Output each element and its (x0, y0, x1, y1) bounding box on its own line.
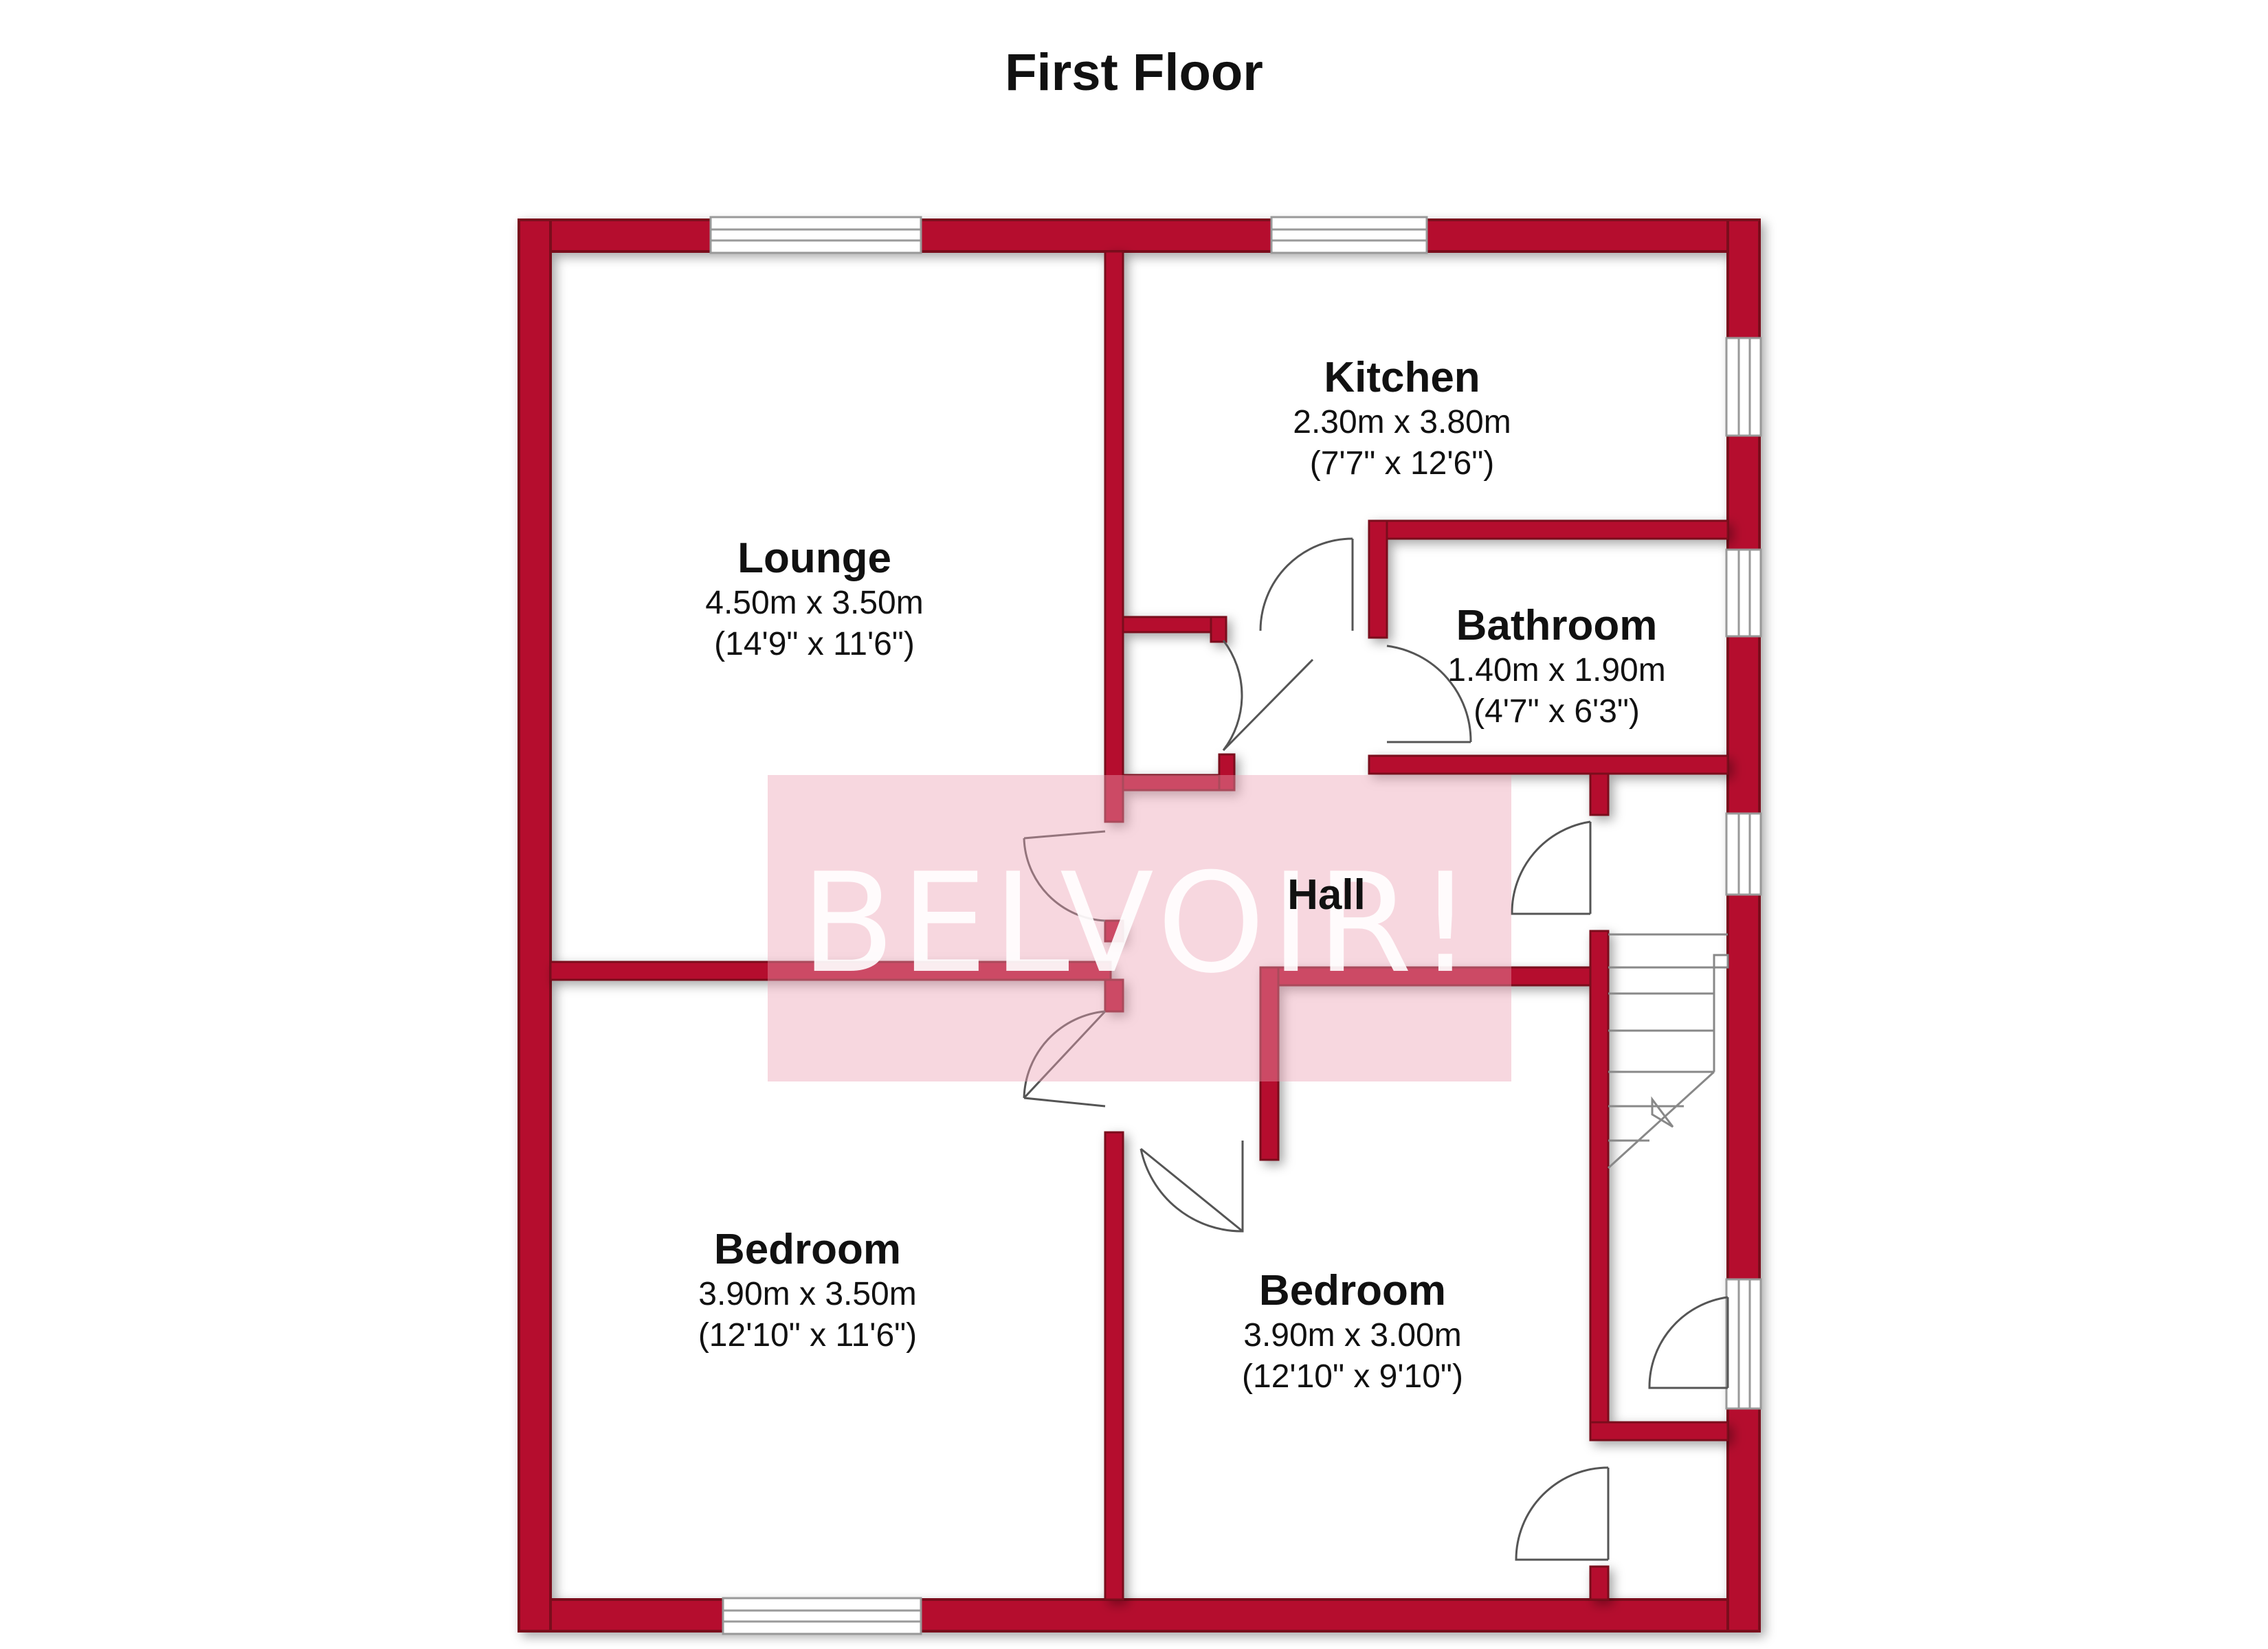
room-bathroom-imperial: (4'7" x 6'3") (1474, 693, 1640, 730)
wall-bedroom-right-bottom-stub (1589, 1565, 1610, 1601)
outer-wall-left (518, 218, 552, 1633)
door-bedroom-right-cupboard (1515, 1466, 1610, 1561)
wall-hall-stub-2 (1104, 919, 1124, 943)
door-bedroom-left (1023, 1010, 1107, 1108)
wall-lounge-bedroom (549, 961, 1112, 981)
wall-lounge-kitchen (1104, 250, 1124, 823)
window-kitchen-top (1270, 216, 1428, 254)
wall-cupboard-post (1218, 753, 1236, 792)
outer-wall-bottom (518, 1598, 1761, 1633)
windows (709, 216, 1762, 1635)
wall-hall-stub (1104, 978, 1124, 1013)
room-bedroom-right-metric: 3.90m x 3.00m (1243, 1317, 1462, 1354)
room-bathroom-metric: 1.40m x 1.90m (1447, 652, 1666, 688)
inner-walls (549, 250, 1729, 1601)
wall-stair-stub (1589, 772, 1610, 816)
wall-bathroom-left (1368, 519, 1388, 639)
window-landing (1725, 1278, 1762, 1410)
door-bedroom-right (1139, 1141, 1244, 1233)
room-hall-name: Hall (1287, 871, 1366, 919)
room-lounge-name: Lounge (737, 535, 891, 582)
door-bathroom (1386, 644, 1472, 743)
window-hall-side (1725, 812, 1762, 896)
stairs (1607, 933, 1729, 1169)
room-hall: Hall (1258, 871, 1395, 919)
room-kitchen-name: Kitchen (1324, 354, 1480, 401)
wall-landing-bottom (1589, 1421, 1729, 1442)
wall-bedroom-left-right (1104, 1131, 1124, 1601)
room-kitchen: Kitchen 2.30m x 3.80m (7'7" x 12'6") (1237, 354, 1567, 484)
room-kitchen-metric: 2.30m x 3.80m (1293, 404, 1511, 440)
room-bedroom-left-imperial: (12'10" x 11'6") (698, 1317, 918, 1354)
window-bedroom-left (722, 1597, 922, 1635)
room-bedroom-right-name: Bedroom (1258, 1267, 1447, 1314)
floor-title: First Floor (1005, 43, 1263, 102)
watermark-box: BELVOIR! (768, 775, 1511, 1081)
room-lounge-metric: 4.50m x 3.50m (705, 585, 924, 621)
room-bedroom-left-name: Bedroom (713, 1226, 902, 1273)
room-bedroom-left: Bedroom 3.90m x 3.50m (12'10" x 11'6") (643, 1226, 972, 1356)
wall-bathroom-bottom (1368, 754, 1729, 775)
wall-stair-left (1589, 930, 1610, 1424)
door-kitchen (1259, 537, 1354, 631)
wall-bathroom-top (1368, 519, 1729, 540)
window-kitchen-side (1725, 337, 1762, 437)
room-bathroom-name: Bathroom (1456, 602, 1658, 649)
room-bedroom-right: Bedroom 3.90m x 3.00m (12'10" x 9'10") (1188, 1267, 1517, 1398)
room-bedroom-left-metric: 3.90m x 3.50m (698, 1276, 917, 1312)
outer-walls (518, 218, 1761, 1633)
room-kitchen-imperial: (7'7" x 12'6") (1309, 445, 1495, 482)
outer-wall-top (518, 218, 1761, 253)
wall-kitchen-stub-left (1122, 616, 1221, 633)
door-landing (1648, 1296, 1729, 1389)
room-lounge-imperial: (14'9" x 11'6") (714, 626, 915, 662)
watermark-text: BELVOIR! (801, 844, 1478, 1004)
window-bathroom (1725, 548, 1762, 638)
window-lounge (709, 216, 922, 254)
wall-bedroom-right-left (1259, 966, 1280, 1161)
room-bathroom: Bathroom 1.40m x 1.90m (4'7" x 6'3") (1402, 602, 1711, 732)
room-lounge: Lounge 4.50m x 3.50m (14'9" x 11'6") (649, 535, 979, 665)
doors (1023, 537, 1729, 1561)
door-stair-cupboard (1511, 820, 1592, 915)
stair-landing-post (1713, 954, 1729, 969)
room-bedroom-right-imperial: (12'10" x 9'10") (1242, 1358, 1463, 1395)
door-cupboard (1222, 640, 1314, 752)
wall-kitchen-stub-post (1210, 616, 1227, 643)
door-lounge (1023, 830, 1106, 922)
